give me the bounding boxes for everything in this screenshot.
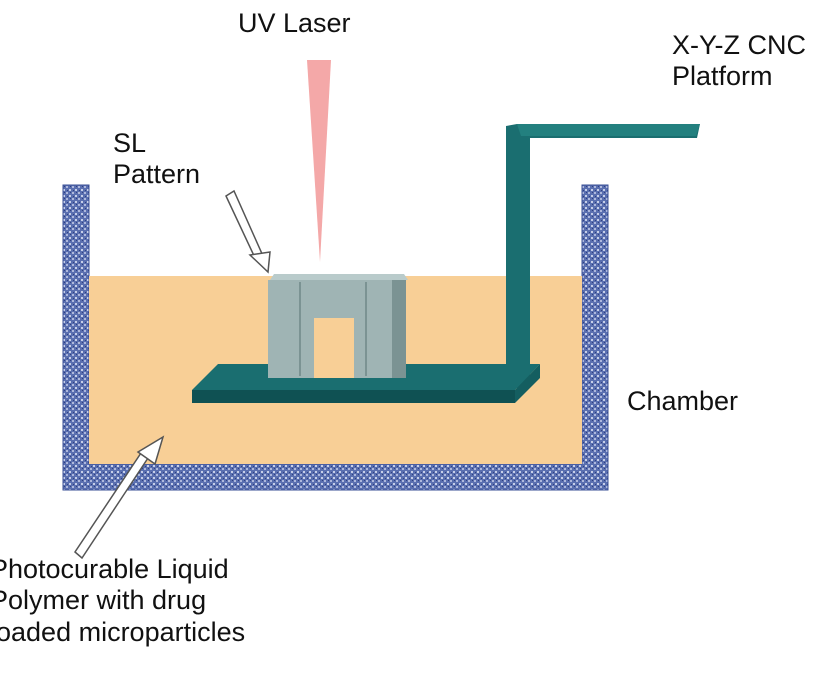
cnc-platform-line-2: Platform <box>672 61 773 92</box>
uv-laser-text: UV Laser <box>238 8 351 38</box>
liquid-polymer-label: Photocurable Liquid Polymer with drug lo… <box>0 554 245 648</box>
cnc-arm-column <box>506 126 530 388</box>
liquid-polymer-line-2: Polymer with drug <box>0 585 207 616</box>
uv-laser-beam <box>307 60 331 262</box>
build-platform-side <box>515 364 540 403</box>
sl-pattern-label: SL Pattern <box>113 128 200 191</box>
uv-laser-label: UV Laser <box>238 8 351 39</box>
cnc-arm-top-face <box>517 124 700 136</box>
liquid-polymer-line-1: Photocurable Liquid <box>0 554 229 584</box>
liquid-polymer-arrow <box>74 435 165 560</box>
sl-pattern-arrow <box>225 189 271 274</box>
sl-pattern-part <box>268 274 408 378</box>
liquid-polymer-line-3: loaded microparticles <box>0 616 246 647</box>
cnc-platform-line-1: X-Y-Z CNC <box>672 30 807 60</box>
chamber-text: Chamber <box>627 386 739 416</box>
chamber-label: Chamber <box>627 386 738 417</box>
sl-pattern-line-1: SL <box>113 128 147 158</box>
build-platform-edge <box>192 390 515 403</box>
cnc-platform-label: X-Y-Z CNC Platform <box>672 30 806 93</box>
sl-pattern-line-2: Pattern <box>113 159 201 190</box>
